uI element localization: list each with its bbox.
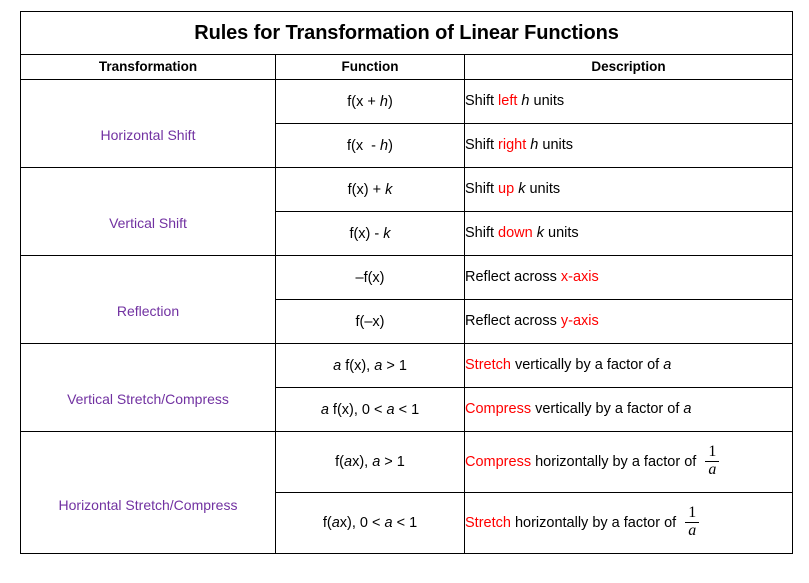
description-cell: Shift down k units	[464, 211, 793, 256]
function-expression: f(x - h)	[347, 137, 393, 154]
transformation-label: Vertical Stretch/Compress	[67, 390, 229, 407]
description-cell: Reflect across y-axis	[464, 299, 793, 344]
description-cell: Shift left h units	[464, 79, 793, 124]
function-cell: f(x - h)	[275, 123, 465, 168]
header-label: Description	[591, 59, 666, 74]
table-row: Horizontal Shift f(x + h) Shift left h u…	[20, 79, 793, 168]
transformation-cell-reflection: Reflection	[20, 255, 276, 344]
description-text: Shift left h units	[465, 93, 565, 110]
function-expression: f(x) + k	[347, 181, 393, 198]
column-header-function: Function	[275, 54, 465, 80]
description-cell: Reflect across x-axis	[464, 255, 793, 300]
function-cell: –f(x)	[275, 255, 465, 300]
function-cell: f(–x)	[275, 299, 465, 344]
function-expression: a f(x), a > 1	[333, 357, 407, 374]
fraction-denominator: a	[685, 521, 700, 540]
table-row: Reflection –f(x) Reflect across x-axis	[20, 255, 793, 344]
transformation-cell-vertical-shift: Vertical Shift	[20, 167, 276, 256]
function-cell: f(ax), 0 < a < 1	[275, 492, 465, 554]
description-cell: Stretch vertically by a factor of a	[464, 343, 793, 388]
table-row: f(ax), 0 < a < 1 Stretch horizontally by…	[21, 492, 793, 554]
function-cell: f(x + h)	[275, 79, 465, 124]
fraction-numerator: 1	[708, 442, 717, 460]
transformation-cell-vertical-stretch-compress: Vertical Stretch/Compress	[20, 343, 276, 432]
function-expression: f(x + h)	[347, 93, 393, 110]
table-title-row: Rules for Transformation of Linear Funct…	[20, 11, 793, 55]
function-cell: f(x) + k	[275, 167, 465, 212]
table-row: f(x) - k Shift down k units	[21, 211, 793, 256]
title-cell: Rules for Transformation of Linear Funct…	[20, 11, 793, 55]
description-cell: Compress vertically by a factor of a	[464, 387, 793, 432]
transformation-label: Reflection	[116, 302, 180, 319]
transformation-label: Horizontal Shift	[100, 126, 196, 143]
description-text: Shift down k units	[465, 225, 579, 242]
function-expression: f(–x)	[355, 313, 385, 330]
function-cell: a f(x), 0 < a < 1	[275, 387, 465, 432]
function-expression: –f(x)	[355, 269, 385, 286]
description-text: Shift right h units	[465, 137, 574, 154]
transformation-cell-horizontal-shift: Horizontal Shift	[20, 79, 276, 168]
description-text: Stretch vertically by a factor of a	[465, 357, 672, 374]
table-row: Vertical Shift f(x) + k Shift up k units	[20, 167, 793, 256]
description-text: Compress vertically by a factor of a	[465, 401, 692, 418]
fraction-numerator: 1	[688, 503, 697, 521]
description-text: Reflect across y-axis	[465, 313, 599, 330]
column-header-description: Description	[464, 54, 793, 80]
transformation-rules-table: Rules for Transformation of Linear Funct…	[20, 11, 793, 554]
function-expression: f(x) - k	[349, 225, 391, 242]
function-expression: f(ax), 0 < a < 1	[322, 515, 418, 531]
description-text: Reflect across x-axis	[465, 269, 599, 286]
transformation-label: Horizontal Stretch/Compress	[58, 496, 238, 513]
function-expression: f(ax), a > 1	[335, 454, 405, 470]
table-row: Horizontal Stretch/Compress f(ax), a > 1…	[20, 431, 793, 554]
column-header-transformation: Transformation	[20, 54, 276, 80]
page-title: Rules for Transformation of Linear Funct…	[194, 21, 619, 44]
table-row: Vertical Stretch/Compress a f(x), a > 1 …	[20, 343, 793, 432]
function-cell: a f(x), a > 1	[275, 343, 465, 388]
description-text: Shift up k units	[465, 181, 561, 198]
function-cell: f(x) - k	[275, 211, 465, 256]
table-row: a f(x), 0 < a < 1 Compress vertically by…	[21, 387, 793, 432]
description-cell: Shift up k units	[464, 167, 793, 212]
function-expression: a f(x), 0 < a < 1	[320, 401, 420, 418]
description-cell: Shift right h units	[464, 123, 793, 168]
header-label: Transformation	[98, 59, 198, 74]
transformation-cell-horizontal-stretch-compress: Horizontal Stretch/Compress	[20, 431, 276, 554]
table-header-row: Transformation Function Description	[20, 54, 793, 80]
table-row: f(–x) Reflect across y-axis	[21, 299, 793, 344]
function-cell: f(ax), a > 1	[275, 431, 465, 493]
fraction-denominator: a	[705, 460, 720, 479]
transformation-label: Vertical Shift	[109, 214, 187, 231]
header-label: Function	[341, 59, 399, 74]
